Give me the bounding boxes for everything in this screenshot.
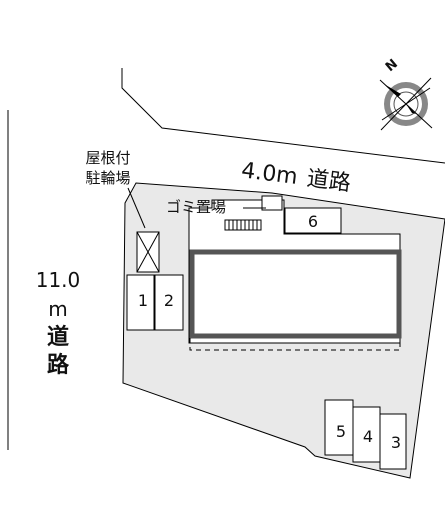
parking-space-2: 2	[154, 274, 184, 331]
north-road-width: 4.0m	[240, 158, 299, 190]
bike-parking-label-line1: 屋根付	[85, 149, 130, 167]
north-road-label-group: 4.0m 道路	[240, 158, 352, 196]
north-road-name: 道路	[305, 166, 352, 196]
compass-north-label: N	[383, 57, 401, 75]
compass-icon: N	[379, 57, 433, 131]
west-road-width: 11.0	[36, 268, 81, 292]
garbage-area-label: ゴミ置場	[166, 198, 226, 216]
bike-parking-label-line2: 駐輪場	[85, 169, 130, 187]
stairs-icon	[224, 219, 262, 231]
west-road-unit: m	[48, 297, 67, 321]
parking-space-5: 5	[324, 399, 354, 456]
balcony-line	[189, 338, 401, 351]
west-road-name-char1: 道	[47, 324, 69, 350]
parking-label-6: 6	[308, 212, 318, 231]
parking-label-3: 3	[391, 433, 401, 452]
parking-space-3: 3	[379, 413, 407, 470]
north-road-far-edge	[121, 68, 445, 164]
main-building	[189, 249, 402, 339]
parking-space-4: 4	[352, 406, 381, 463]
bike-parking	[136, 231, 160, 273]
parking-label-5: 5	[336, 422, 346, 441]
garbage-area-box	[261, 195, 283, 211]
parking-label-1: 1	[138, 291, 148, 310]
bike-parking-leader	[127, 187, 146, 229]
parking-label-2: 2	[164, 291, 174, 310]
parking-label-4: 4	[363, 427, 373, 446]
parking-space-6: 6	[284, 207, 342, 234]
parking-space-1: 1	[126, 274, 155, 331]
west-road-name-char2: 路	[47, 352, 70, 378]
